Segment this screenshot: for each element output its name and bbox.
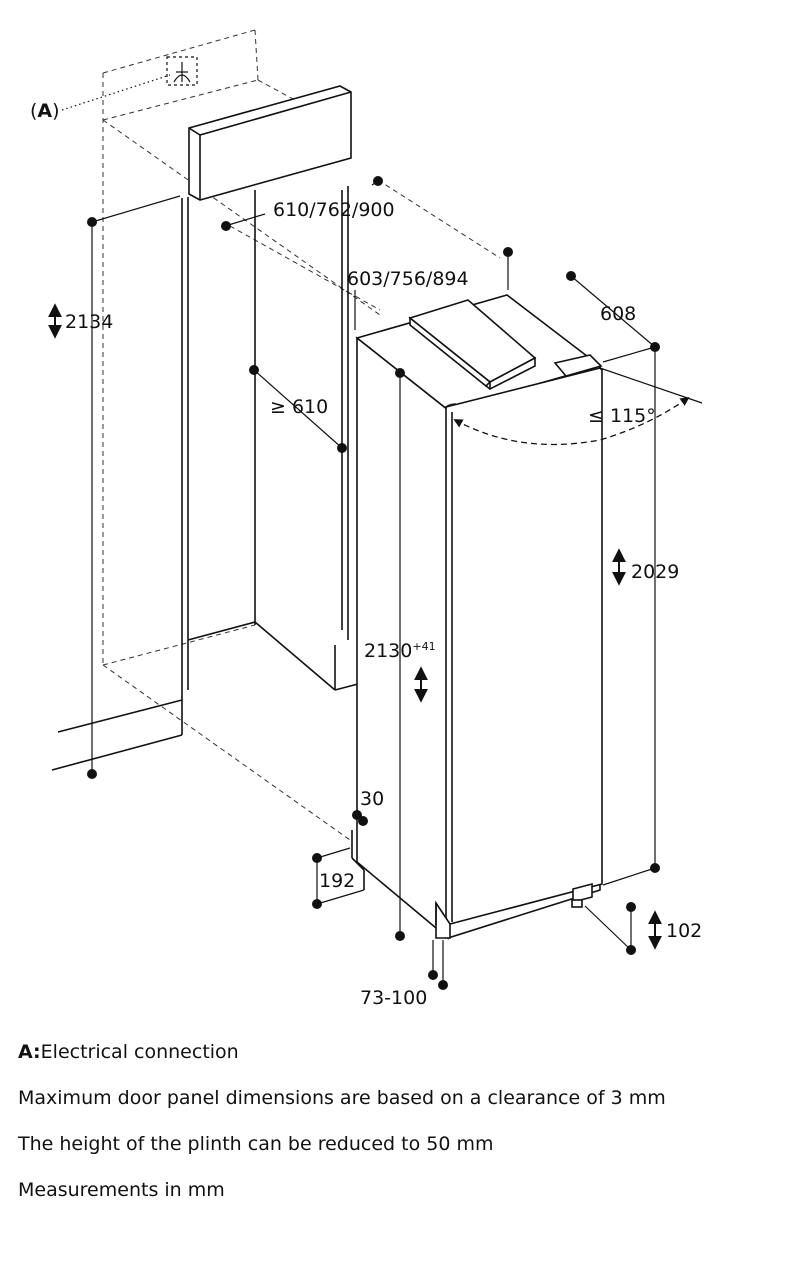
top-hinge-block xyxy=(408,299,603,391)
niche-left-wall xyxy=(51,186,359,771)
dim-niche-width: 610/762/900 xyxy=(273,199,395,221)
dim-inner-width: 603/756/894 xyxy=(347,268,469,290)
note-plinth: The height of the plinth can be reduced … xyxy=(18,1133,494,1155)
dim-plinth-height: 102 xyxy=(666,920,702,942)
dim-appliance-height: 2130+41 xyxy=(364,640,436,662)
electrical-socket-icon xyxy=(166,56,198,86)
callout-leader xyxy=(61,74,171,111)
dimension-lines xyxy=(91,180,656,985)
installation-diagram: (A) 2134 610/762/900 603/756/894 ≥ 610 6… xyxy=(30,29,703,1009)
height-arrows xyxy=(48,303,662,950)
door-angle-ref xyxy=(599,367,703,404)
notes-section: A:Electrical connection Maximum door pan… xyxy=(18,1040,788,1224)
dimension-dots xyxy=(87,176,660,990)
note-a-key: A: xyxy=(18,1041,41,1063)
note-electrical: A:Electrical connection xyxy=(18,1040,788,1064)
note-door-panel: Maximum door panel dimensions are based … xyxy=(18,1087,666,1109)
note-units: Measurements in mm xyxy=(18,1179,225,1201)
dim-door-height: 2029 xyxy=(631,561,679,583)
note-a-text: Electrical connection xyxy=(40,1041,239,1063)
top-cabinet xyxy=(188,85,352,201)
appliance-door xyxy=(445,367,603,925)
appliance-plinth xyxy=(351,830,593,939)
door-swing-arc xyxy=(453,396,690,446)
dim-plinth-gap: 30 xyxy=(360,788,384,810)
dim-side-offset: 73-100 xyxy=(360,987,427,1009)
dim-door-angle: ≤ 115° xyxy=(588,405,656,427)
dim-niche-height: 2134 xyxy=(65,311,113,333)
dim-appliance-depth: 608 xyxy=(600,303,636,325)
callout-a-label: (A) xyxy=(30,100,60,122)
dim-depth-min: ≥ 610 xyxy=(270,396,328,418)
dim-vent-depth: 192 xyxy=(319,870,355,892)
